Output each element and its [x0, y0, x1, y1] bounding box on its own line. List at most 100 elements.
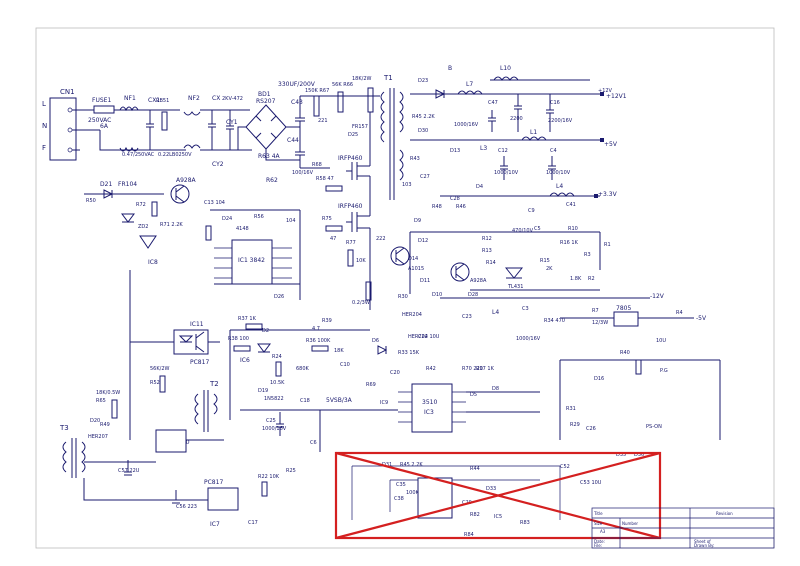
svg-text:L4: L4: [492, 309, 499, 316]
svg-text:R52: R52: [150, 380, 160, 386]
svg-text:D24: D24: [222, 216, 232, 222]
svg-text:C44: C44: [287, 137, 299, 144]
svg-text:C6: C6: [310, 440, 317, 446]
svg-text:2K: 2K: [546, 266, 553, 272]
svg-text:C18: C18: [300, 398, 310, 404]
svg-text:Sheet of: Sheet of: [694, 539, 711, 544]
svg-text:C41: C41: [566, 202, 576, 208]
svg-text:0.2/3W: 0.2/3W: [352, 300, 370, 306]
svg-text:2KV-472: 2KV-472: [222, 96, 243, 102]
svg-text:4148: 4148: [236, 226, 249, 232]
svg-text:R45 2.2K: R45 2.2K: [400, 462, 423, 468]
svg-text:10K: 10K: [356, 258, 366, 264]
svg-text:C57 22U: C57 22U: [118, 468, 140, 474]
svg-text:C5: C5: [534, 226, 541, 232]
svg-text:18K/2W: 18K/2W: [352, 76, 372, 82]
svg-text:N: N: [42, 122, 47, 130]
svg-text:D23: D23: [418, 78, 428, 84]
svg-text:L1: L1: [530, 129, 537, 136]
svg-text:R24: R24: [272, 354, 282, 360]
svg-text:R3: R3: [584, 252, 591, 258]
svg-text:PC817: PC817: [204, 479, 223, 486]
svg-text:C10: C10: [340, 362, 350, 368]
svg-text:D6: D6: [372, 338, 379, 344]
svg-text:R70 220: R70 220: [462, 366, 483, 372]
svg-text:222: 222: [376, 236, 386, 242]
svg-text:IC1 3842: IC1 3842: [238, 257, 265, 264]
svg-text:Title: Title: [593, 511, 603, 516]
svg-text:C20: C20: [390, 370, 400, 376]
svg-text:IRFP460: IRFP460: [338, 155, 363, 162]
svg-text:NF2: NF2: [188, 95, 200, 102]
svg-text:IC7: IC7: [210, 521, 220, 528]
svg-text:Size: Size: [594, 521, 603, 526]
svg-text:R38 100: R38 100: [228, 336, 249, 342]
svg-text:1000/10V: 1000/10V: [546, 170, 571, 176]
svg-text:104: 104: [286, 218, 296, 224]
svg-text:R68: R68: [312, 162, 322, 168]
svg-text:R83: R83: [520, 520, 530, 526]
svg-text:T1: T1: [383, 74, 393, 82]
svg-text:CX1: CX1: [148, 97, 160, 104]
svg-text:R1: R1: [604, 242, 611, 248]
svg-text:C43: C43: [291, 99, 303, 106]
svg-text:R17 1K: R17 1K: [476, 366, 495, 372]
svg-text:IC11: IC11: [190, 321, 204, 328]
svg-text:12/3W: 12/3W: [592, 320, 608, 326]
svg-text:D14: D14: [408, 256, 418, 262]
svg-text:D33: D33: [486, 486, 496, 492]
svg-text:R50: R50: [86, 198, 96, 204]
svg-text:D28: D28: [468, 292, 478, 298]
svg-text:R58 47: R58 47: [316, 176, 334, 182]
svg-text:47: 47: [330, 236, 336, 242]
svg-text:IC6: IC6: [240, 357, 250, 364]
svg-text:R84: R84: [464, 532, 474, 538]
svg-text:R13: R13: [482, 248, 492, 254]
svg-text:C16: C16: [550, 100, 560, 106]
svg-text:R46: R46: [456, 204, 466, 210]
bridge-rectifier: BD1 RS207: [245, 91, 287, 150]
svg-text:FUSE1: FUSE1: [92, 97, 111, 104]
svg-text:R4: R4: [676, 310, 683, 316]
svg-text:R44: R44: [470, 466, 480, 472]
svg-text:D36: D36: [634, 452, 644, 458]
svg-text:CY2: CY2: [212, 161, 224, 168]
transistor-q4: A1015: [390, 246, 424, 272]
svg-text:Drawn By:: Drawn By:: [694, 543, 714, 548]
svg-text:R72: R72: [136, 202, 146, 208]
svg-text:IC9: IC9: [380, 400, 388, 406]
svg-text:IC8: IC8: [148, 259, 158, 266]
svg-text:C17: C17: [248, 520, 258, 526]
svg-text:221: 221: [318, 118, 328, 124]
svg-text:+5V: +5V: [604, 141, 618, 148]
svg-text:T3: T3: [59, 424, 69, 432]
svg-text:-5V: -5V: [696, 315, 707, 322]
svg-text:IC5: IC5: [494, 514, 502, 520]
svg-text:C47: C47: [488, 100, 498, 106]
svg-text:A3: A3: [600, 529, 606, 534]
svg-text:RB51: RB51: [156, 98, 169, 104]
svg-text:CN1: CN1: [60, 88, 75, 96]
transistor-q5: A928A: [450, 262, 487, 284]
svg-text:R63 4A: R63 4A: [258, 153, 281, 160]
svg-text:D21: D21: [100, 181, 112, 188]
svg-text:C28: C28: [450, 196, 460, 202]
svg-text:C53 10U: C53 10U: [580, 480, 602, 486]
svg-text:FR104: FR104: [118, 181, 137, 188]
svg-text:0.22LB0250V: 0.22LB0250V: [158, 152, 192, 158]
svg-text:TL431: TL431: [507, 284, 523, 290]
svg-text:RS207: RS207: [256, 98, 276, 105]
title-block: Title Size A3 Number Revision Date: File…: [591, 507, 775, 549]
regulator-7805: 7805: [613, 305, 639, 327]
svg-text:Revision: Revision: [716, 511, 733, 516]
svg-text:R33 15K: R33 15K: [398, 350, 420, 356]
svg-text:C3: C3: [522, 306, 529, 312]
svg-text:L7: L7: [466, 81, 473, 88]
svg-text:D31: D31: [382, 462, 392, 468]
svg-text:R25: R25: [286, 468, 296, 474]
svg-text:D26: D26: [274, 294, 284, 300]
svg-text:P.G: P.G: [660, 368, 668, 374]
svg-text:680K: 680K: [296, 366, 310, 372]
svg-text:L10: L10: [500, 65, 511, 72]
svg-text:R43: R43: [410, 156, 420, 162]
